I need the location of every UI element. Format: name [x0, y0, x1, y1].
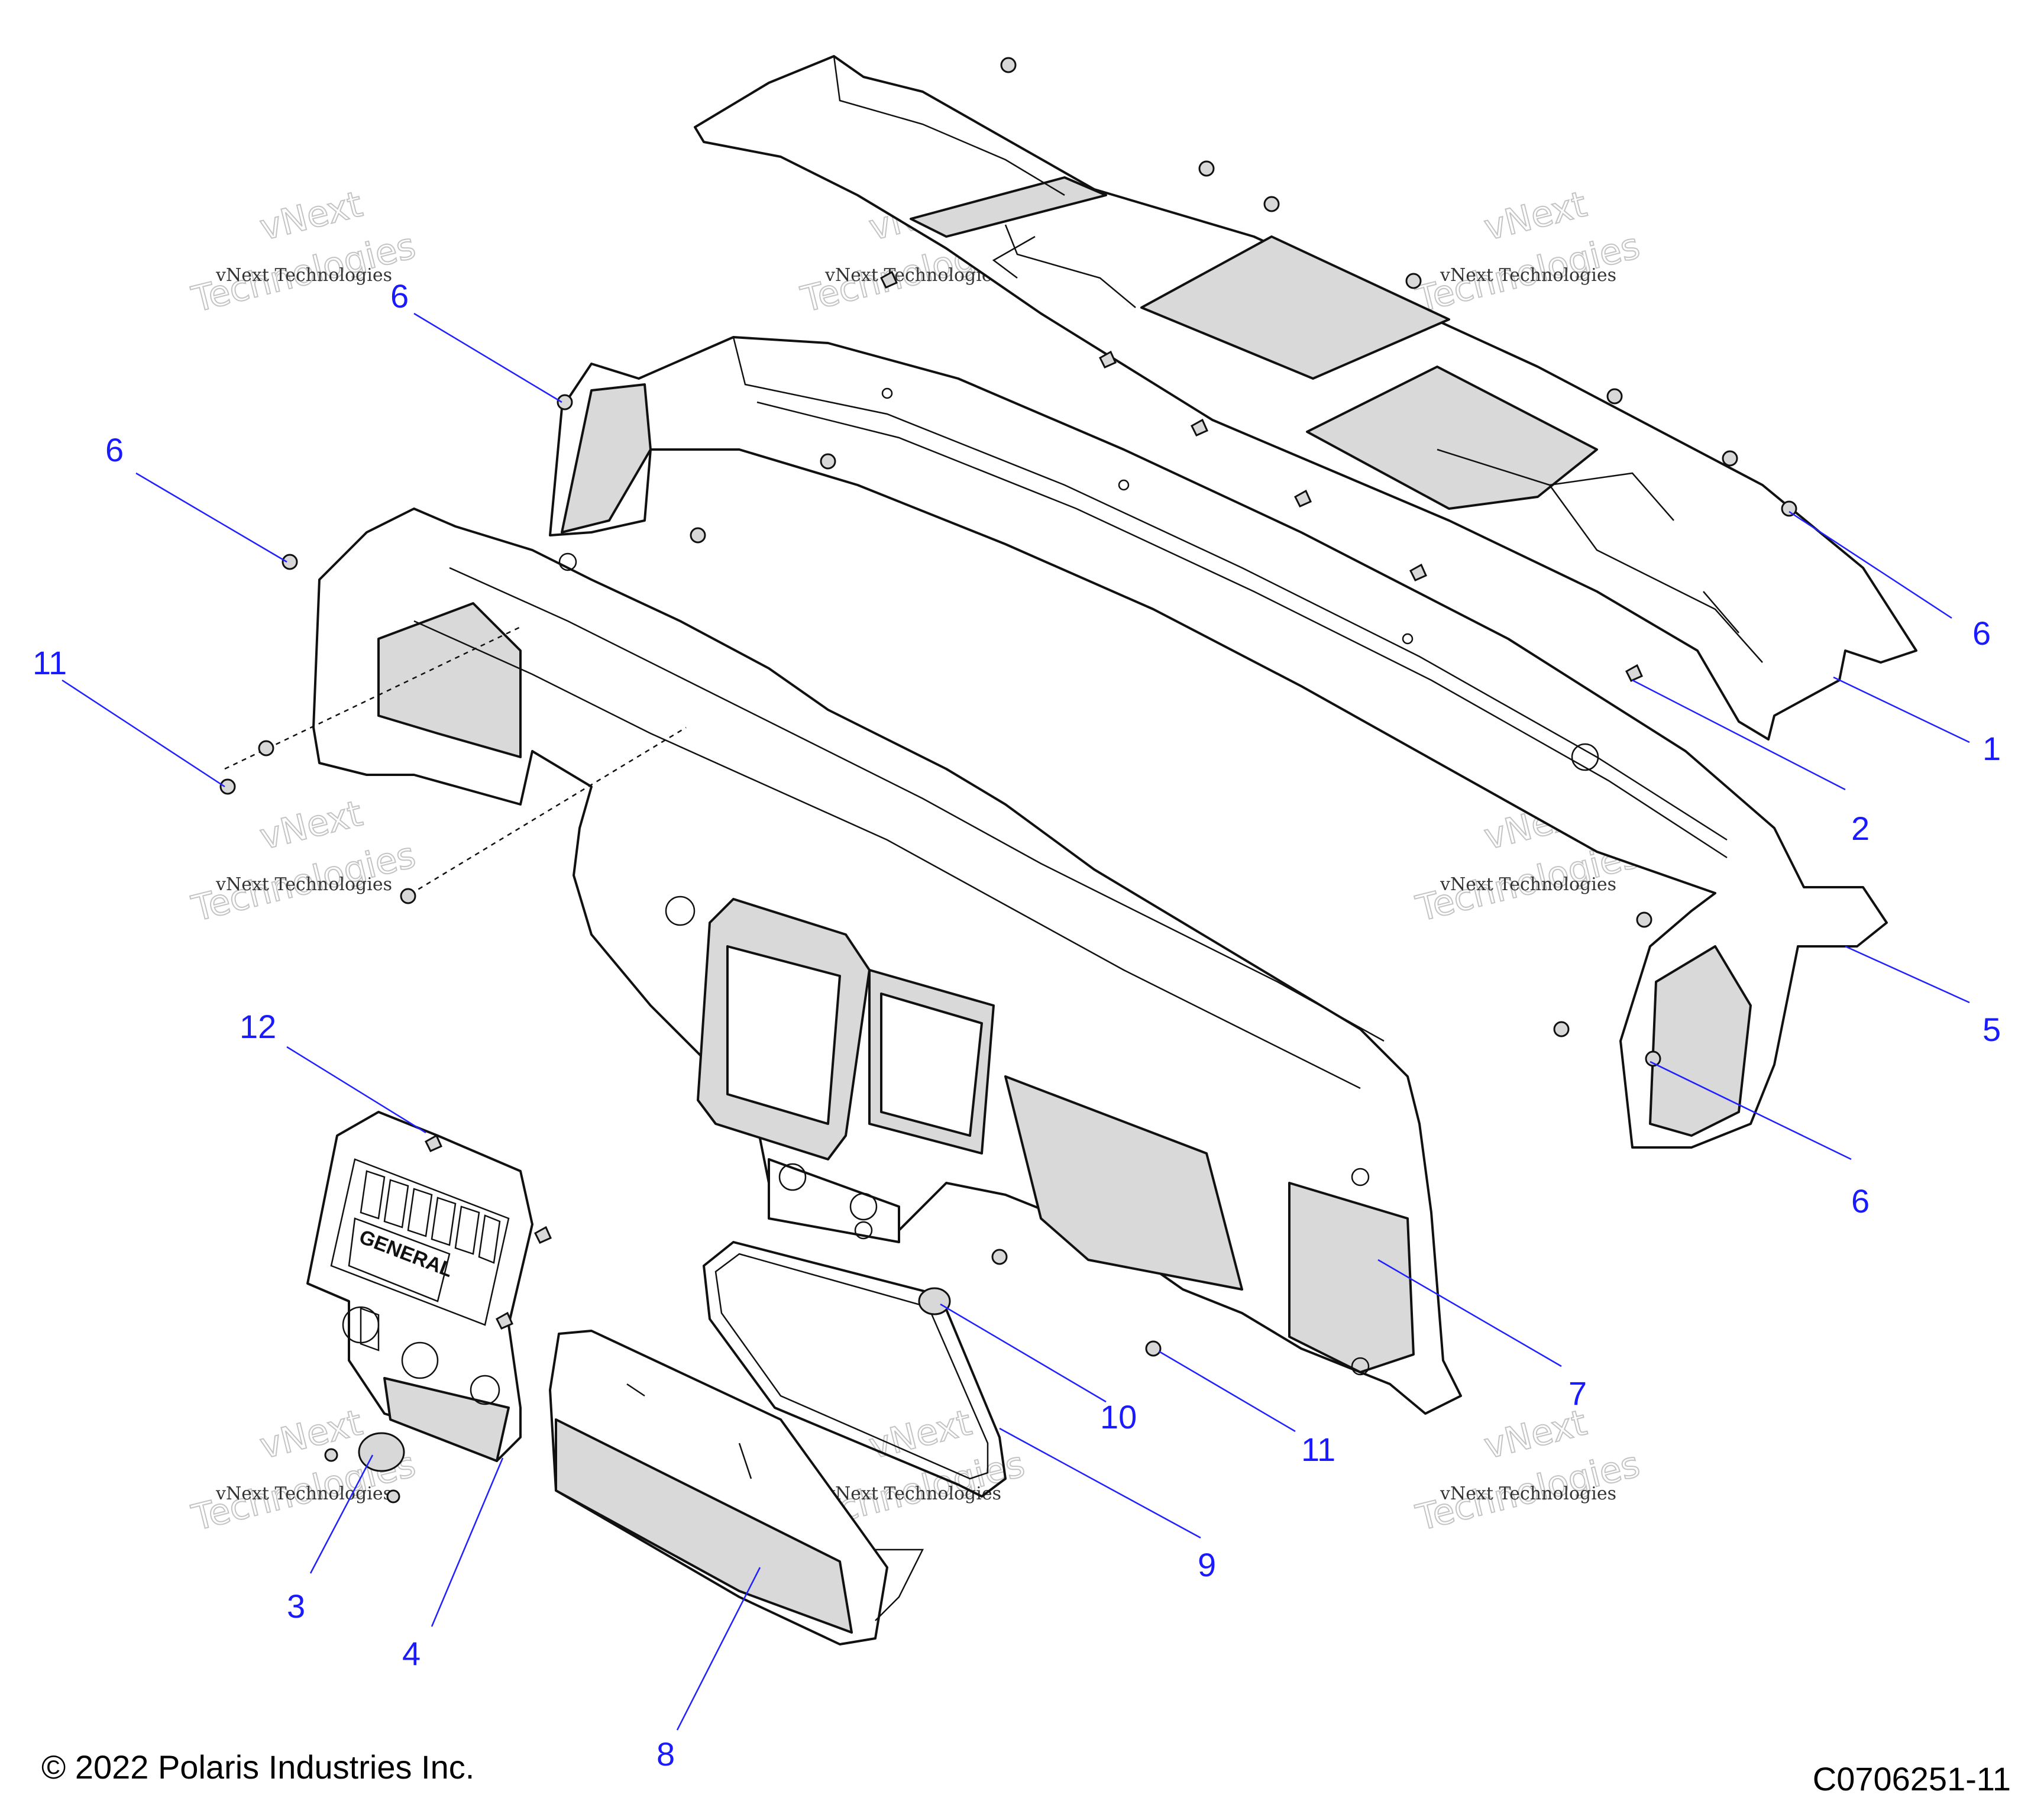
fasteners — [219, 57, 1797, 1504]
clip — [425, 1134, 442, 1152]
plug-cap — [358, 1432, 405, 1472]
watermark-text: vNext Technologies — [1440, 265, 1616, 286]
watermark-text: vNext Technologies — [824, 265, 1001, 286]
dash-support-bracket — [549, 336, 1888, 1149]
screw — [258, 740, 274, 756]
glove-box-seal — [703, 1241, 1007, 1498]
screw — [690, 527, 706, 544]
switch-panel: GENERAL — [306, 1111, 533, 1462]
callouts: 1 2 3 4 5 6 6 6 6 7 8 9 10 11 11 12 — [33, 277, 2001, 1773]
watermark-text: vNext Technologies — [215, 265, 392, 286]
watermark-text: vNext Technologies — [1440, 874, 1616, 895]
watermark: vNext Technologies vNext Technologies — [1411, 183, 1644, 321]
grommet — [918, 1287, 951, 1315]
callout-2: 2 — [1851, 810, 1870, 847]
screw — [1263, 196, 1280, 212]
watermark: vNext Technologies vNext Technologies — [187, 792, 420, 930]
screw — [324, 1448, 338, 1462]
screw — [1000, 57, 1017, 73]
watermark-big-1: vNext — [1480, 183, 1591, 248]
watermark: vNext Technologies vNext Technologies — [187, 183, 420, 321]
callout-11-right: 11 — [1301, 1431, 1335, 1468]
screw — [1645, 1050, 1661, 1067]
assembly-lines — [224, 626, 687, 900]
callout-6-left: 6 — [105, 431, 124, 468]
upper-dash-cover — [694, 55, 1917, 741]
screw — [1405, 273, 1422, 289]
watermark: vNext Technologies vNext Technologies — [1411, 1401, 1644, 1540]
screw — [386, 1489, 400, 1504]
watermark-big-1: vNext — [256, 1402, 367, 1467]
screw — [1722, 450, 1738, 467]
main-dash-panel — [312, 507, 1462, 1415]
clip — [534, 1226, 552, 1244]
clip — [496, 1311, 513, 1330]
watermark-text: vNext Technologies — [215, 874, 392, 895]
glove-box-door — [549, 1330, 924, 1645]
clip — [1409, 563, 1427, 581]
watermark-big-1: vNext — [256, 793, 367, 858]
clip — [880, 270, 898, 289]
screw — [820, 453, 836, 470]
clip — [1191, 418, 1208, 437]
watermark-text: vNext Technologies — [1440, 1483, 1616, 1504]
leader-lines — [62, 312, 1970, 1731]
screw — [557, 394, 573, 410]
clip — [1294, 489, 1312, 507]
callout-9: 9 — [1198, 1546, 1216, 1583]
screw — [1145, 1340, 1162, 1357]
callout-8: 8 — [656, 1735, 675, 1773]
callout-6-upper-left: 6 — [390, 277, 409, 315]
callout-5: 5 — [1982, 1011, 2001, 1048]
callout-4: 4 — [402, 1635, 421, 1672]
watermark-text: vNext Technologies — [824, 1483, 1001, 1504]
watermark-text: vNext Technologies — [215, 1483, 392, 1504]
screw — [1553, 1021, 1570, 1037]
callout-12: 12 — [240, 1008, 276, 1045]
screw — [400, 888, 416, 904]
callout-1: 1 — [1982, 730, 2001, 767]
callout-6-top-right: 6 — [1972, 615, 1991, 652]
callout-3: 3 — [287, 1588, 305, 1625]
copyright-notice: © 2022 Polaris Industries Inc. — [41, 1748, 475, 1786]
screw — [1198, 160, 1215, 177]
screw — [282, 554, 298, 570]
watermark-big-1: vNext — [256, 183, 367, 248]
switch-blanks — [360, 1170, 501, 1264]
screw — [1606, 388, 1623, 405]
callout-11-left: 11 — [33, 644, 67, 681]
clip — [1625, 664, 1643, 682]
callout-7: 7 — [1568, 1375, 1587, 1412]
screw — [991, 1249, 1008, 1265]
callout-10: 10 — [1100, 1398, 1137, 1436]
screw — [1636, 911, 1652, 928]
screw — [219, 778, 236, 795]
clip — [1099, 350, 1117, 368]
callout-6-lower-right: 6 — [1851, 1182, 1870, 1220]
screw — [1781, 500, 1797, 517]
diagram-code: C0706251-11 — [1812, 1760, 2011, 1797]
